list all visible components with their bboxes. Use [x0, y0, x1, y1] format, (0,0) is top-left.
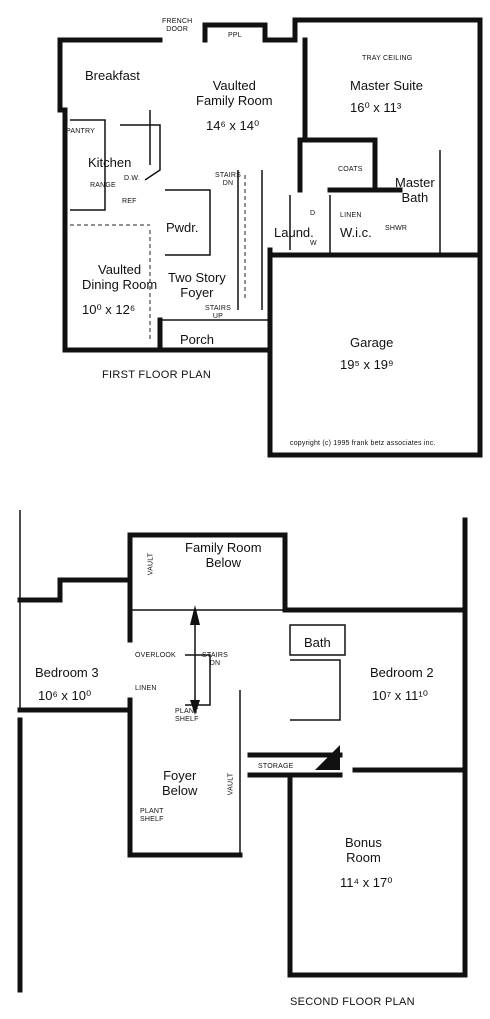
- powder-room-label: Pwdr.: [166, 220, 199, 235]
- second-floor-walls: [17, 510, 468, 993]
- bedroom-2-dimension: 10⁷ x 11¹⁰: [372, 688, 428, 703]
- copyright-notice: copyright (c) 1995 frank betz associates…: [290, 440, 436, 447]
- plant-shelf-label-2: PLANT SHELF: [140, 808, 164, 823]
- vault-label-right: VAULT: [227, 772, 235, 796]
- foyer-below-label: Foyer Below: [162, 768, 198, 798]
- ppl-label: PPL: [228, 32, 242, 39]
- stairs-dn-label-first: STAIRS DN: [215, 172, 241, 187]
- stairs-dn-label-second: STAIRS DN: [202, 652, 228, 667]
- overlook-label: OVERLOOK: [135, 652, 176, 659]
- shwr-label: SHWR: [385, 225, 408, 232]
- vault-label-left: VAULT: [147, 552, 155, 576]
- bedroom-2-label: Bedroom 2: [370, 665, 434, 680]
- garage-label: Garage: [350, 335, 394, 350]
- stair-arrows: [190, 605, 340, 770]
- kitchen-label: Kitchen: [88, 155, 132, 170]
- bedroom-3-label: Bedroom 3: [35, 665, 99, 680]
- french-door-label: FRENCH DOOR: [162, 18, 193, 33]
- family-room-label: Vaulted Family Room: [196, 78, 273, 108]
- bonus-room-label: Bonus Room: [345, 835, 382, 865]
- walk-in-closet-label: W.i.c.: [340, 225, 372, 240]
- family-room-below-label: Family Room Below: [185, 540, 262, 570]
- master-suite-label: Master Suite: [350, 78, 423, 93]
- dryer-label: D: [310, 210, 316, 217]
- bonus-room-dimension: 11⁴ x 17⁰: [340, 875, 393, 890]
- ref-label: REF: [122, 198, 137, 205]
- second-floor-title: SECOND FLOOR PLAN: [290, 996, 415, 1008]
- first-floor-walls: [57, 17, 483, 458]
- plant-shelf-label-1: PLANT SHELF: [175, 708, 199, 723]
- porch-label: Porch: [180, 332, 214, 347]
- stairs-up-label: STAIRS UP: [205, 305, 231, 320]
- garage-dimension: 19⁵ x 19⁹: [340, 357, 394, 372]
- first-floor-title: FIRST FLOOR PLAN: [102, 369, 212, 381]
- bedroom-3-dimension: 10⁶ x 10⁰: [38, 688, 92, 703]
- range-label: RANGE: [90, 182, 116, 189]
- family-room-dimension: 14⁶ x 14⁰: [206, 118, 260, 133]
- washer-label: W: [310, 240, 317, 247]
- tray-ceiling-label: TRAY CEILING: [362, 55, 413, 62]
- coats-label: COATS: [338, 166, 363, 173]
- dining-room-dimension: 10⁰ x 12⁶: [82, 302, 136, 317]
- master-bath-label: Master Bath: [395, 175, 435, 205]
- master-suite-dimension: 16⁰ x 11³: [350, 100, 402, 115]
- dining-room-label: Vaulted Dining Room: [82, 262, 158, 292]
- linen-label-first: LINEN: [340, 212, 362, 219]
- pantry-label: PANTRY: [66, 128, 95, 135]
- dw-label: D.W.: [124, 175, 140, 182]
- foyer-label: Two Story Foyer: [168, 270, 226, 300]
- bath-label: Bath: [304, 635, 331, 650]
- linen-label-second: LINEN: [135, 685, 157, 692]
- storage-label: STORAGE: [258, 763, 294, 770]
- laundry-label: Laund.: [274, 225, 314, 240]
- breakfast-label: Breakfast: [85, 68, 140, 83]
